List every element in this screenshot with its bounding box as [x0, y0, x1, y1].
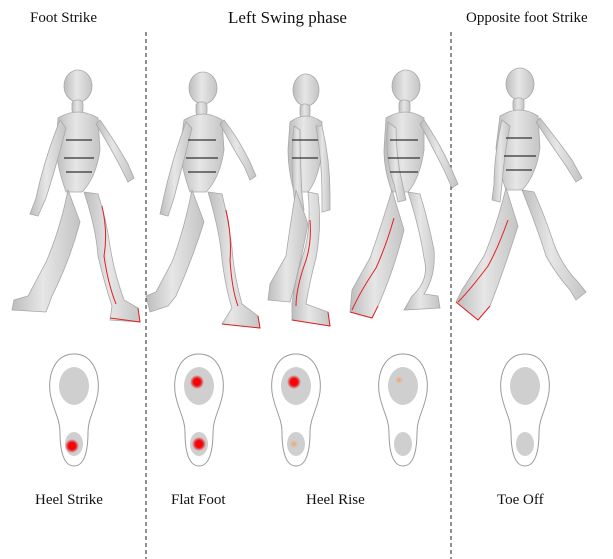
mannequin-figure-heel-rise-2 — [350, 70, 458, 318]
insole-toe-off — [501, 354, 550, 466]
mannequin-figure-heel-strike — [12, 70, 140, 322]
event-label-heel-strike: Heel Strike — [35, 493, 103, 508]
mannequin-figure-toe-off — [456, 68, 586, 320]
pressure-spot-heel-low — [290, 440, 298, 448]
insole-flat-foot — [175, 354, 224, 466]
event-label-flat-foot: Flat Foot — [171, 493, 226, 508]
event-label-toe-off: Toe Off — [497, 493, 544, 508]
forefoot-zone — [59, 367, 89, 405]
heel-zone — [394, 432, 412, 456]
pressure-spot-forefoot-low — [395, 376, 403, 384]
insole-heel-rise-2 — [379, 354, 428, 466]
forefoot-zone — [388, 367, 418, 405]
heel-zone — [516, 432, 534, 456]
forefoot-zone — [510, 367, 540, 405]
insole-heel-strike — [50, 354, 99, 466]
mannequin-figure-heel-rise-1 — [268, 74, 330, 326]
insole-heel-rise-1 — [272, 354, 321, 466]
event-label-heel-rise: Heel Rise — [306, 493, 365, 508]
mannequin-figure-flat-foot — [146, 72, 260, 328]
